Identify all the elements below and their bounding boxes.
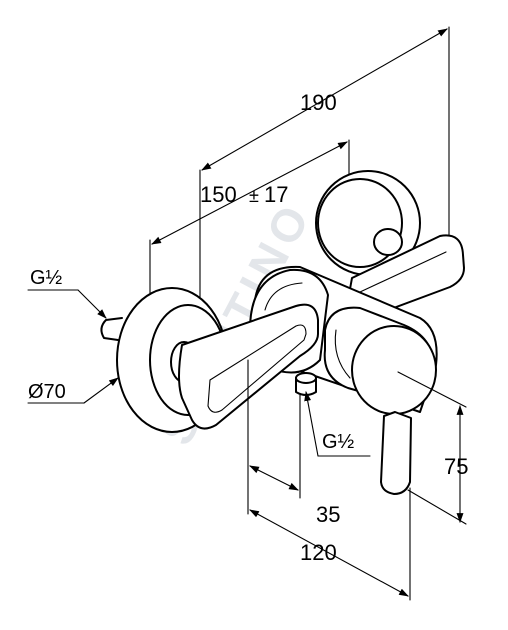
leader-arrow-top [77, 289, 107, 319]
dimension-75: 75 [397, 371, 468, 525]
dimension-150: 150 ± 17 [149, 139, 350, 311]
label-g-half-top: G½ [30, 267, 63, 289]
cartridge-cap [351, 325, 437, 415]
dimension-line-35 [249, 465, 299, 491]
handle-right-edge [359, 251, 447, 293]
label-g-half-outlet: G½ [322, 431, 355, 453]
leader-diameter: Ø70 [27, 377, 119, 404]
nut-right [373, 228, 403, 256]
rosette-right [315, 170, 421, 276]
leader-arrow-diameter [83, 377, 119, 404]
extension-line-75-top [397, 371, 467, 408]
dimension-line-120 [249, 509, 409, 597]
label-tolerance-symbol: ± [249, 186, 259, 206]
dimension-line-150 [151, 141, 348, 245]
label-190: 190 [300, 90, 337, 115]
label-75: 75 [444, 454, 468, 479]
handle-left-inset [207, 324, 307, 413]
leader-arrow-outlet [304, 391, 319, 457]
inlet-nipple [100, 317, 123, 341]
label-150: 150 [200, 182, 237, 207]
body-highlight [264, 282, 303, 311]
front-lever-body [380, 411, 412, 495]
dimension-120: 120 [249, 487, 411, 601]
label-120: 120 [300, 540, 337, 565]
cartridge [323, 306, 437, 415]
leader-g-half-top: G½ [27, 267, 107, 319]
cartridge-ring [334, 329, 351, 379]
outlet [295, 372, 317, 396]
label-tolerance: 17 [264, 182, 288, 207]
front-lever [380, 411, 412, 495]
label-diameter: Ø70 [28, 381, 66, 403]
leader-g-half-outlet: G½ [304, 391, 371, 457]
outlet-ring [295, 372, 317, 384]
label-35: 35 [316, 502, 340, 527]
extension-line-75-bottom [407, 489, 467, 525]
